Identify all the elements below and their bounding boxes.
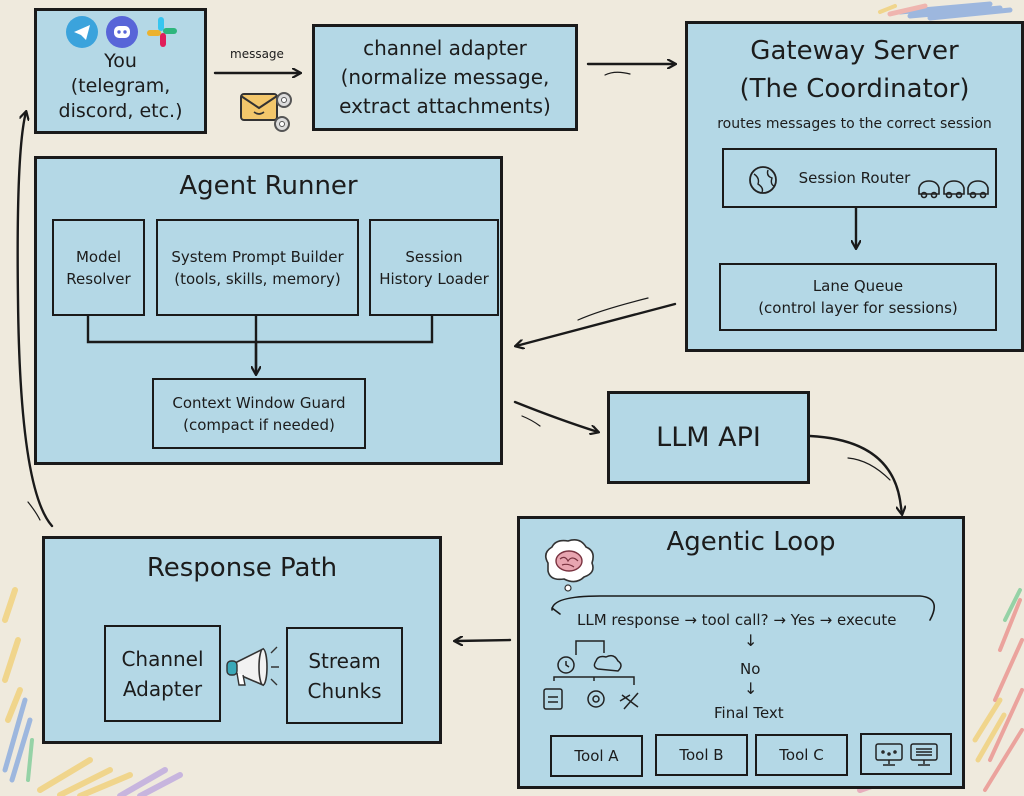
you-label: You [104,50,137,72]
platform-icons [65,15,179,49]
arrow-gateway-to-agent-runner [516,302,677,346]
you-platforms: (telegram, [70,75,171,97]
cars-icon [918,180,989,199]
context-guard-label: Context Window Guard [172,393,346,412]
prompt-builder-desc: (tools, skills, memory) [174,269,341,288]
response-adapter-label: Adapter [122,676,203,701]
envelope-gear-icon [240,92,292,132]
monitor-list-icon [909,743,938,766]
tool-b-box: Tool B [655,734,748,776]
tool-c-label: Tool C [779,746,824,764]
history-loader-label: Session [405,247,463,266]
arrow-loop-to-response [455,640,512,641]
no-label: No [740,660,761,678]
tool-a-box: Tool A [550,735,643,777]
monitors-box [860,733,952,775]
flow-down-arrow-1: ↓ [744,631,758,650]
agentic-loop-title: Agentic Loop [666,527,836,557]
channel-adapter-box: channel adapter (normalize message, extr… [312,24,578,131]
session-router-box: Session Router [722,148,997,208]
monitor-icon [874,743,903,766]
response-path-title: Response Path [146,553,338,583]
lane-queue-label: Lane Queue [812,277,904,295]
you-box: You (telegram, discord, etc.) [34,8,207,134]
system-prompt-builder-box: System Prompt Builder (tools, skills, me… [156,219,359,316]
agentic-loop-box: Agentic Loop LLM response → tool call? →… [517,516,965,789]
lane-queue-desc: (control layer for sessions) [758,299,958,317]
telegram-icon [66,16,98,48]
you-platforms-cont: discord, etc.) [58,100,183,122]
model-resolver-label: Model [75,247,122,266]
arrow-llm-to-agentic-loop [808,434,902,514]
prompt-builder-label: System Prompt Builder [171,247,344,266]
tool-tree-icon [543,640,639,710]
tool-c-box: Tool C [755,734,848,776]
stream-label: Stream [308,648,381,673]
llm-api-box: LLM API [607,391,810,484]
discord-icon [106,16,138,48]
flow-down-arrow-2: ↓ [744,679,758,698]
agentic-loop-flow: LLM response → tool call? → Yes → execut… [577,611,897,629]
message-label: message [230,47,284,61]
response-channel-adapter-box: Channel Adapter [104,625,221,722]
slack-icon [147,17,177,47]
lane-queue-box: Lane Queue (control layer for sessions) [719,263,997,331]
llm-api-label: LLM API [656,422,761,453]
gateway-description: routes messages to the correct session [717,116,992,132]
response-channel-label: Channel [121,646,204,671]
model-resolver-box: Model Resolver [52,219,145,316]
channel-adapter-desc: (normalize message, [340,65,550,89]
megaphone-icon [226,646,279,687]
session-router-label: Session Router [798,169,911,187]
stream-chunks-box: Stream Chunks [286,627,403,724]
globe-icon [749,166,777,194]
channel-adapter-title: channel adapter [363,36,527,60]
response-path-box: Response Path Channel Adapter Stream Chu… [42,536,442,744]
context-window-guard-box: Context Window Guard (compact if needed) [152,378,366,449]
chunks-label: Chunks [307,678,382,703]
context-guard-desc: (compact if needed) [183,415,335,434]
agent-runner-box: Agent Runner Model Resolver System Promp… [34,156,503,465]
session-history-loader-box: Session History Loader [369,219,499,316]
tool-a-label: Tool A [574,747,619,765]
gateway-title: Gateway Server [750,36,959,66]
model-resolver-label-cont: Resolver [66,269,131,288]
gateway-server-box: Gateway Server (The Coordinator) routes … [685,21,1024,352]
brain-thought-icon [544,539,594,592]
gateway-subtitle-coordinator: (The Coordinator) [739,74,970,104]
tool-b-label: Tool B [679,746,724,764]
agent-runner-title: Agent Runner [179,171,358,201]
arrow-agent-runner-to-llm [513,400,598,432]
channel-adapter-desc-cont: extract attachments) [339,94,551,118]
history-loader-label-cont: History Loader [379,269,489,288]
final-text-label: Final Text [714,704,784,722]
